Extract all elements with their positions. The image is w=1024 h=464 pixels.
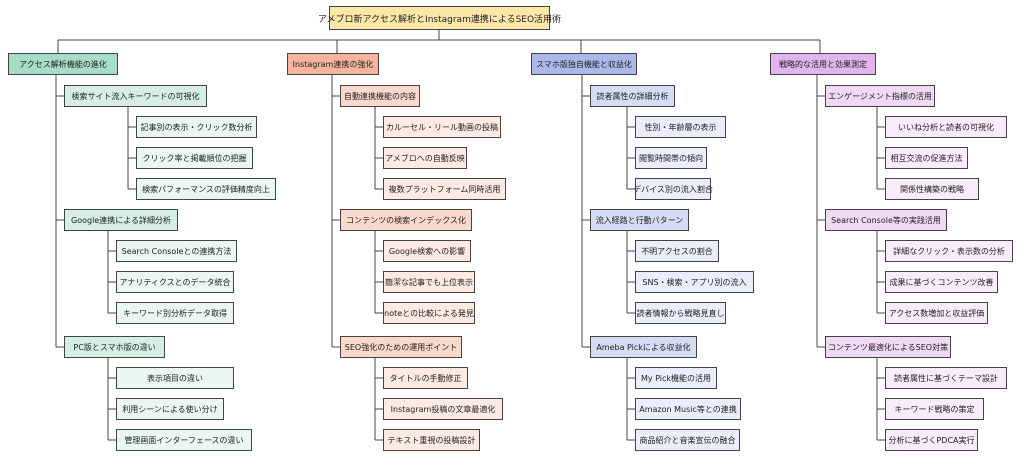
leaf-node-4-2-2: 成果に基づくコンテンツ改善	[885, 271, 998, 293]
leaf-node-1-3-3: 管理画面インターフェースの違い	[116, 429, 252, 451]
category-node-2: Instagram連携の強化	[287, 53, 379, 75]
leaf-node-1-3-1: 表示項目の違い	[116, 367, 234, 389]
topic-node-4-1: エンゲージメント指標の活用	[825, 85, 935, 107]
root-node: アメブロ新アクセス解析とInstagram連携によるSEO活用術	[318, 6, 561, 30]
topic-node-2-1: 自動連携機能の内容	[340, 85, 420, 107]
leaf-node-3-2-2: SNS・検索・アプリ別の流入	[635, 271, 754, 293]
leaf-node-3-3-3: 商品紹介と音楽宣伝の融合	[635, 429, 740, 451]
topic-node-4-2: Search Console等の実践活用	[825, 209, 947, 231]
topic-node-3-2: 流入経路と行動パターン	[590, 209, 689, 231]
topic-node-2-2: コンテンツの検索インデックス化	[340, 209, 472, 231]
leaf-node-1-1-1: 記事別の表示・クリック数分析	[136, 116, 257, 138]
topic-node-4-3: コンテンツ最適化によるSEO対策	[825, 336, 951, 358]
leaf-node-4-1-3: 関係性構築の戦略	[885, 178, 979, 200]
leaf-node-1-1-2: クリック率と掲載順位の把握	[136, 147, 253, 169]
topic-node-3-1: 読者属性の詳細分析	[590, 85, 675, 107]
topic-node-1-1: 検索サイト流入キーワードの可視化	[64, 85, 207, 107]
leaf-node-4-3-2: キーワード戦略の策定	[885, 398, 984, 420]
topic-node-2-3: SEO強化のための運用ポイント	[340, 336, 462, 358]
leaf-node-3-2-3: 読者情報から戦略見直し	[635, 302, 726, 324]
leaf-node-2-2-3: noteとの比較による発見	[383, 302, 475, 324]
leaf-node-1-2-3: キーワード別分析データ取得	[116, 302, 234, 324]
topic-node-1-2: Google連携による詳細分析	[64, 209, 178, 231]
leaf-node-4-1-1: いいね分析と読者の可視化	[885, 116, 1007, 138]
leaf-node-1-2-1: Search Consoleとの連携方法	[116, 240, 237, 262]
leaf-node-2-2-1: Google検索への影響	[383, 240, 471, 262]
leaf-node-3-3-1: My Pick機能の活用	[635, 367, 717, 389]
leaf-node-4-2-3: アクセス数増加と収益評価	[885, 302, 988, 324]
category-node-4: 戦略的な活用と効果測定	[770, 53, 876, 75]
leaf-node-4-2-1: 詳細なクリック・表示数の分析	[885, 240, 1013, 262]
leaf-node-4-3-3: 分析に基づくPDCA実行	[885, 429, 978, 451]
leaf-node-3-1-2: 閲覧時間帯の傾向	[635, 147, 707, 169]
leaf-node-3-1-1: 性別・年齢層の表示	[635, 116, 726, 138]
topic-node-1-3: PC版とスマホ版の違い	[64, 336, 165, 358]
category-node-1: アクセス解析機能の進化	[8, 53, 118, 75]
leaf-node-2-1-1: カルーセル・リール動画の投稿	[383, 116, 501, 138]
leaf-node-2-1-2: アメブロへの自動反映	[383, 147, 467, 169]
leaf-node-2-3-1: タイトルの手動修正	[383, 367, 468, 389]
leaf-node-2-1-3: 複数プラットフォーム同時活用	[383, 178, 506, 200]
topic-node-3-3: Ameba Pickによる収益化	[590, 336, 697, 358]
leaf-node-2-2-2: 簡潔な記事でも上位表示	[383, 271, 475, 293]
leaf-node-3-1-3: デバイス別の流入割合	[633, 178, 713, 200]
leaf-node-2-3-3: テキスト重視の投稿設計	[383, 429, 480, 451]
leaf-node-1-2-2: アナリティクスとのデータ統合	[116, 271, 234, 293]
leaf-node-4-1-2: 相互交流の促進方法	[885, 147, 968, 169]
leaf-node-4-3-1: 読者属性に基づくテーマ設計	[885, 367, 1007, 389]
leaf-node-3-3-2: Amazon Music等との連携	[635, 398, 741, 420]
leaf-node-1-3-2: 利用シーンによる使い分け	[116, 398, 224, 420]
category-node-3: スマホ版独自機能と収益化	[531, 53, 637, 75]
leaf-node-2-3-2: Instagram投稿の文章最適化	[383, 398, 503, 420]
leaf-node-1-1-3: 検索パフォーマンスの評価精度向上	[136, 178, 276, 200]
leaf-node-3-2-1: 不明アクセスの割合	[635, 240, 719, 262]
